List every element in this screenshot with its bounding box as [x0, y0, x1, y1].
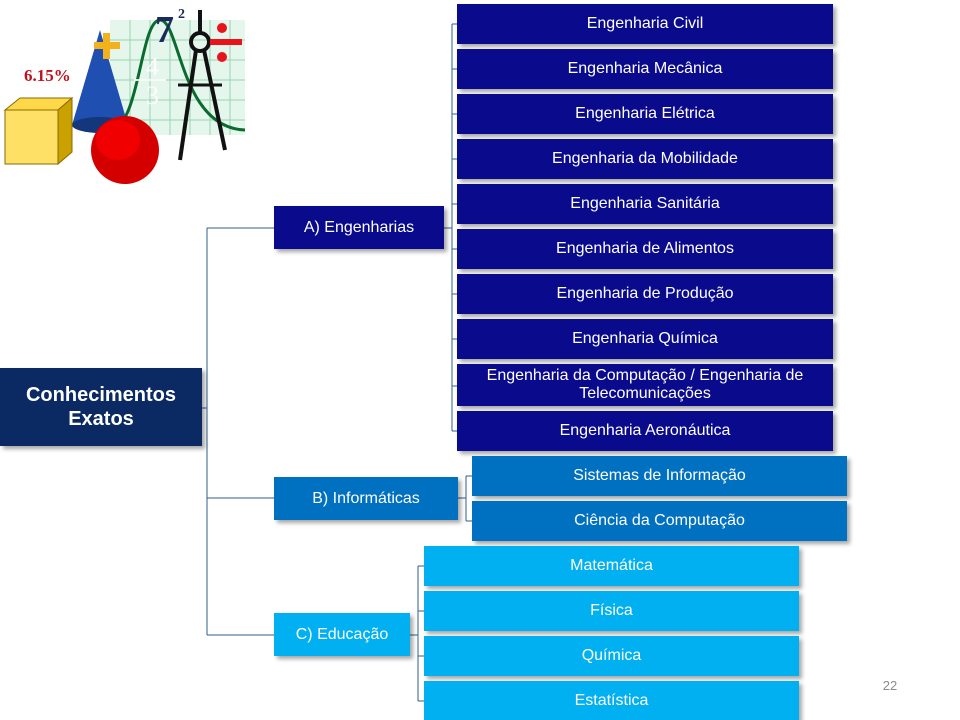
math-clipart: 6.15% 7 2 4 3	[3, 7, 246, 184]
node-matematica: Matemática	[424, 546, 799, 586]
sphere-icon	[91, 116, 159, 184]
exponent-label: 2	[178, 7, 185, 22]
node-engenharia-aeronautica: Engenharia Aeronáutica	[457, 411, 833, 451]
node-quimica: Química	[424, 636, 799, 676]
branch-engenharias: A) Engenharias	[274, 206, 444, 249]
plus-icon	[94, 33, 120, 59]
node-engenharia-producao: Engenharia de Produção	[457, 274, 833, 314]
root-node: Conhecimentos Exatos	[0, 368, 202, 446]
compass-icon	[178, 10, 227, 161]
branch-educacao: C) Educação	[274, 613, 410, 656]
divide-icon	[210, 23, 242, 62]
fraction-bottom-label: 3	[146, 81, 159, 110]
fraction-top-label: 4	[146, 52, 159, 81]
node-engenharia-eletrica: Engenharia Elétrica	[457, 94, 833, 134]
node-engenharia-quimica: Engenharia Química	[457, 319, 833, 359]
seven-label: 7	[155, 9, 174, 51]
node-ciencia-computacao: Ciência da Computação	[472, 501, 847, 541]
node-sistemas-informacao: Sistemas de Informação	[472, 456, 847, 496]
branch-informaticas: B) Informáticas	[274, 477, 458, 520]
node-engenharia-computacao-telecom: Engenharia da Computação / Engenharia de…	[457, 364, 833, 406]
node-estatistica: Estatística	[424, 681, 799, 720]
node-engenharia-mecanica: Engenharia Mecânica	[457, 49, 833, 89]
cube-icon	[3, 96, 74, 166]
percent-label: 6.15%	[24, 66, 71, 85]
node-engenharia-civil: Engenharia Civil	[457, 4, 833, 44]
node-engenharia-alimentos: Engenharia de Alimentos	[457, 229, 833, 269]
page-number: 22	[882, 678, 898, 693]
node-fisica: Física	[424, 591, 799, 631]
node-engenharia-sanitaria: Engenharia Sanitária	[457, 184, 833, 224]
node-engenharia-mobilidade: Engenharia da Mobilidade	[457, 139, 833, 179]
